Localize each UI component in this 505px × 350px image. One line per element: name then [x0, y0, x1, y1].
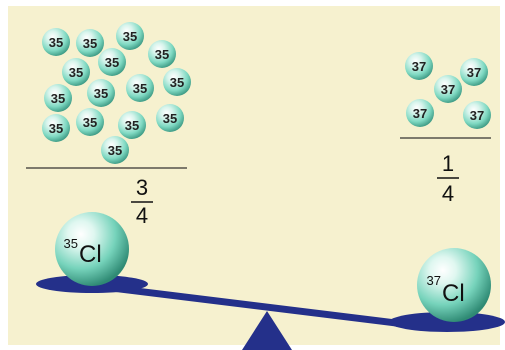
- atom-label: 35: [108, 143, 122, 158]
- atom-35: 35: [148, 40, 176, 68]
- atom-35: 35: [101, 136, 129, 164]
- atom-35: 35: [116, 22, 144, 50]
- atom-label: 35: [49, 35, 63, 50]
- atom-35: 35: [76, 29, 104, 57]
- atom-label: 35: [105, 55, 119, 70]
- atom-label: 35: [133, 81, 147, 96]
- atom-35: 35: [42, 28, 70, 56]
- balance-scale: [36, 275, 505, 350]
- atom-label: 35: [94, 86, 108, 101]
- atom-37: 37: [405, 52, 433, 80]
- element-symbol: Cl: [442, 280, 465, 307]
- atom-35: 35: [163, 68, 191, 96]
- atom-label: 35: [51, 91, 65, 106]
- atom-37: 37: [434, 75, 462, 103]
- atom-label: 35: [155, 47, 169, 62]
- atom-35: 35: [44, 84, 72, 112]
- right-atom-cluster: 37 37 37 37 37: [405, 52, 491, 129]
- atom-37: 37: [460, 58, 488, 86]
- mass-number: 35: [64, 236, 78, 251]
- atom-label: 37: [441, 82, 455, 97]
- mass-number: 37: [427, 273, 441, 288]
- left-fraction: 3 4: [131, 175, 153, 228]
- atom-label: 35: [83, 36, 97, 51]
- atom-label: 37: [412, 59, 426, 74]
- atom-35: 35: [118, 111, 146, 139]
- atom-label: 35: [170, 75, 184, 90]
- atom-35: 35: [126, 74, 154, 102]
- atom-label: 35: [125, 118, 139, 133]
- right-pan: [389, 312, 505, 332]
- atom-35: 35: [76, 108, 104, 136]
- atom-35: 35: [98, 48, 126, 76]
- atom-label: 35: [49, 121, 63, 136]
- balance-beam: [91, 282, 400, 327]
- left-atom-cluster: 35 35 35 35 35 35 35 35 35 35 35 35 35 3…: [42, 22, 191, 164]
- atom-37: 37: [463, 101, 491, 129]
- fraction-numerator: 1: [442, 151, 454, 176]
- atom-35: 35: [42, 114, 70, 142]
- chlorine-37-ball: 37 Cl: [417, 248, 491, 322]
- atom-label: 35: [69, 65, 83, 80]
- atom-label: 35: [163, 111, 177, 126]
- atom-35: 35: [62, 58, 90, 86]
- right-fraction: 1 4: [437, 151, 459, 206]
- atom-label: 35: [83, 115, 97, 130]
- atom-label: 37: [467, 65, 481, 80]
- fulcrum: [242, 311, 292, 350]
- atom-37: 37: [406, 99, 434, 127]
- atom-label: 35: [123, 29, 137, 44]
- atom-35: 35: [156, 104, 184, 132]
- fraction-denominator: 4: [442, 181, 454, 206]
- atom-label: 37: [413, 106, 427, 121]
- element-symbol: Cl: [79, 241, 102, 268]
- fraction-denominator: 4: [136, 203, 148, 228]
- fraction-numerator: 3: [136, 175, 148, 200]
- chlorine-35-ball: 35 Cl: [55, 212, 129, 286]
- atom-35: 35: [87, 79, 115, 107]
- atom-label: 37: [470, 108, 484, 123]
